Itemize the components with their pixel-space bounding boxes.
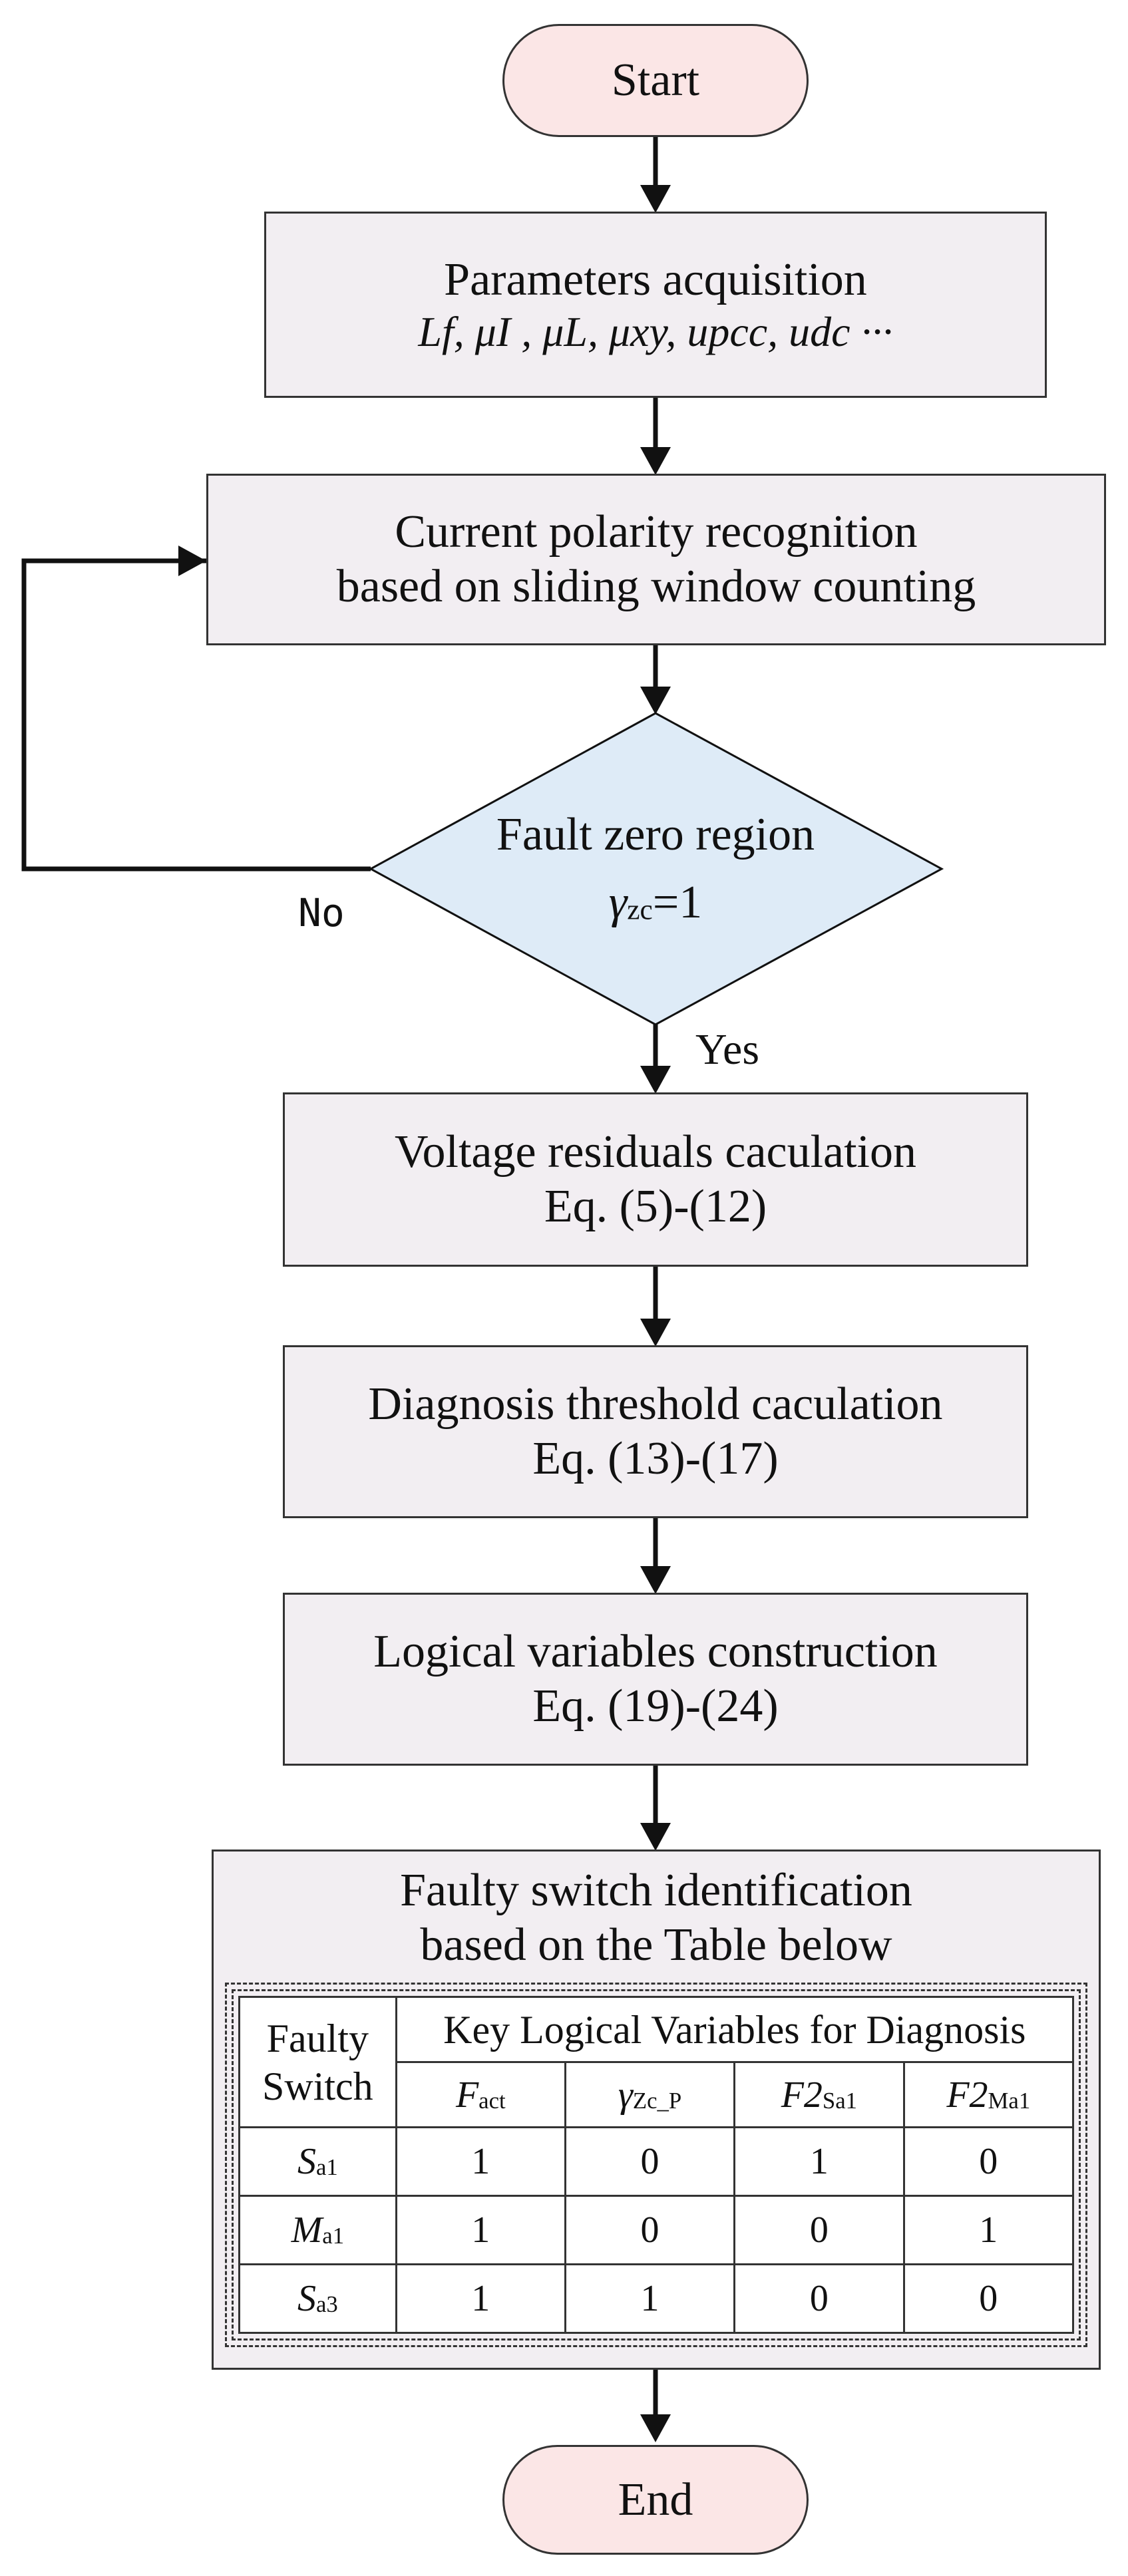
table-row: Sa3 1 1 0 0 bbox=[238, 2263, 1075, 2334]
logical-variables-box: Logical variables construction Eq. (19)-… bbox=[283, 1593, 1028, 1766]
table-cell: 1 bbox=[733, 2126, 905, 2197]
arrowhead bbox=[640, 1066, 671, 1094]
column-header: F2Sa1 bbox=[733, 2061, 905, 2128]
voltage-line-2: Eq. (5)-(12) bbox=[544, 1181, 767, 1232]
decision-gamma: γzc=1 bbox=[608, 877, 703, 928]
voltage-residuals-box: Voltage residuals caculation Eq. (5)-(12… bbox=[283, 1092, 1028, 1267]
end-terminal: End bbox=[502, 2445, 809, 2555]
logical-line-2: Eq. (19)-(24) bbox=[532, 1681, 779, 1732]
current-polarity-box: Current polarity recognition based on sl… bbox=[206, 474, 1106, 645]
threshold-line-1: Diagnosis threshold caculation bbox=[368, 1378, 943, 1430]
threshold-line-2: Eq. (13)-(17) bbox=[532, 1433, 779, 1484]
table-cell: 0 bbox=[733, 2263, 905, 2334]
no-label: No bbox=[298, 890, 345, 935]
arrowhead bbox=[640, 447, 671, 475]
arrowhead bbox=[178, 546, 206, 576]
voltage-line-1: Voltage residuals caculation bbox=[394, 1126, 916, 1178]
parameters-acquisition-box: Parameters acquisition Lf, μI , μL, μxy,… bbox=[264, 212, 1047, 398]
corner-header: Faulty Switch bbox=[238, 1996, 397, 2128]
arrowhead bbox=[640, 1823, 671, 1851]
decision-line-1: Fault zero region bbox=[496, 809, 815, 860]
column-header: F2Ma1 bbox=[902, 2061, 1075, 2128]
column-header: Fact bbox=[395, 2061, 566, 2128]
table-cell: 1 bbox=[395, 2126, 566, 2197]
table-cell: 0 bbox=[902, 2263, 1075, 2334]
row-header: Ma1 bbox=[238, 2195, 397, 2265]
logical-line-1: Logical variables construction bbox=[373, 1626, 938, 1678]
table-row: Ma1 1 0 0 1 bbox=[238, 2195, 1075, 2265]
table-cell: 0 bbox=[564, 2126, 736, 2197]
arrowhead bbox=[640, 1566, 671, 1594]
row-header: Sa3 bbox=[238, 2263, 397, 2334]
diagnosis-table: Faulty Switch Key Logical Variables for … bbox=[238, 1996, 1075, 2334]
parameters-title: Parameters acquisition bbox=[444, 253, 867, 305]
feedback-loop-no bbox=[21, 558, 371, 872]
arrowhead bbox=[640, 2414, 671, 2442]
column-header: γZc_P bbox=[564, 2061, 736, 2128]
diagnosis-threshold-box: Diagnosis threshold caculation Eq. (13)-… bbox=[283, 1345, 1028, 1518]
table-cell: 1 bbox=[395, 2263, 566, 2334]
table-cell: 0 bbox=[902, 2126, 1075, 2197]
polarity-line-1: Current polarity recognition bbox=[395, 506, 918, 558]
table-frame-outer bbox=[225, 1983, 1087, 2347]
table-cell: 0 bbox=[564, 2195, 736, 2265]
start-label: Start bbox=[611, 55, 700, 106]
group-header: Key Logical Variables for Diagnosis bbox=[395, 1996, 1075, 2063]
polarity-line-2: based on sliding window counting bbox=[336, 561, 976, 612]
end-label: End bbox=[618, 2474, 693, 2525]
faulty-line-2: based on the Table below bbox=[420, 1919, 892, 1971]
table-cell: 0 bbox=[733, 2195, 905, 2265]
table-cell: 1 bbox=[395, 2195, 566, 2265]
row-header: Sa1 bbox=[238, 2126, 397, 2197]
table-row: Sa1 1 0 1 0 bbox=[238, 2126, 1075, 2197]
table-cell: 1 bbox=[564, 2263, 736, 2334]
decision-text: Fault zero region γzc=1 bbox=[456, 808, 855, 929]
faulty-line-1: Faulty switch identification bbox=[400, 1865, 912, 1916]
decision-diamond bbox=[368, 712, 944, 1026]
arrowhead bbox=[640, 185, 671, 213]
arrowhead bbox=[640, 687, 671, 715]
table-frame-inner bbox=[232, 1989, 1081, 2340]
start-terminal: Start bbox=[502, 24, 809, 137]
parameters-vars: Lf, μI , μL, μxy, upcc, udc ··· bbox=[418, 307, 893, 355]
yes-label: Yes bbox=[695, 1025, 760, 1074]
arrowhead bbox=[640, 1319, 671, 1347]
table-cell: 1 bbox=[902, 2195, 1075, 2265]
